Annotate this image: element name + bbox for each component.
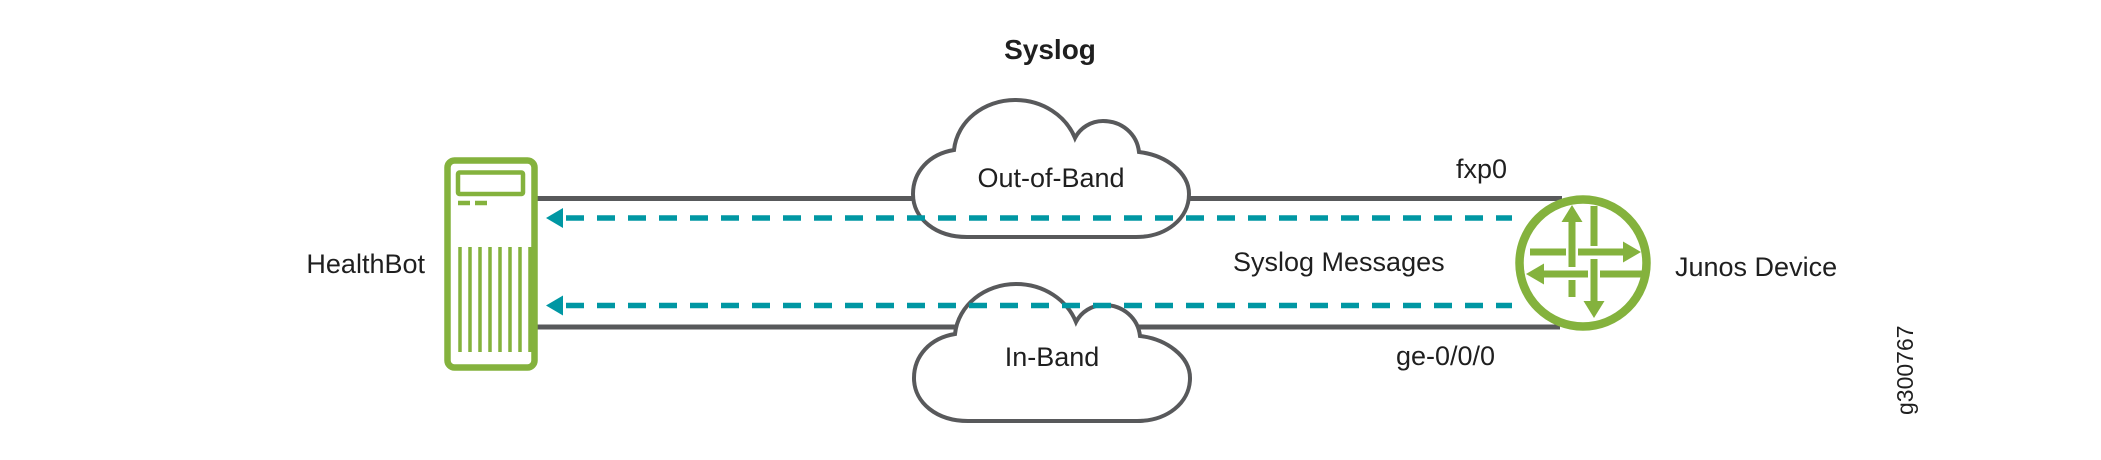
router-circle-arrows-icon (1515, 195, 1651, 331)
fxp0-interface-label: fxp0 (1456, 154, 1508, 184)
junos-device-node-label: Junos Device (1675, 252, 1838, 282)
in-band-cloud-label: In-Band (1004, 342, 1100, 372)
bottom-flow-arrowhead-icon (546, 295, 563, 316)
server-screen (455, 170, 526, 197)
syslog-messages-flow-label: Syslog Messages (1233, 247, 1445, 277)
top-flow-arrowhead-icon (546, 208, 563, 228)
figure-id-label: g300767 (1891, 325, 1918, 415)
diagram-title: Syslog (1004, 34, 1096, 65)
syslog-message-flows (546, 208, 1512, 316)
healthbot-node-label: HealthBot (306, 249, 425, 279)
ge-0-0-0-interface-label: ge-0/0/0 (1396, 341, 1496, 371)
server-tower-icon (444, 157, 538, 371)
out-of-band-cloud-label: Out-of-Band (977, 163, 1125, 193)
server-vents (458, 247, 532, 352)
